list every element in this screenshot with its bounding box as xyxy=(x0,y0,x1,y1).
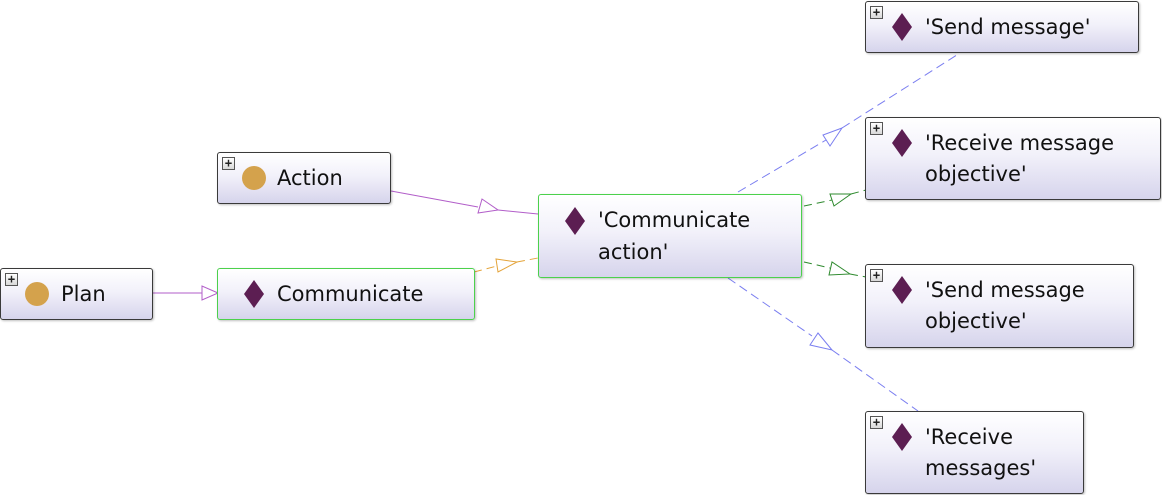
node-receive-message-objective[interactable]: + 'Receive message objective' xyxy=(865,117,1161,200)
node-label-line2: messages' xyxy=(925,456,1037,480)
edge-communicate-action-to-send-message xyxy=(737,52,961,193)
node-receive-messages[interactable]: + 'Receive messages' xyxy=(865,411,1084,494)
node-communicate-action[interactable]: 'Communicate action' xyxy=(538,194,802,278)
expand-icon[interactable]: + xyxy=(870,6,883,19)
node-label: Action xyxy=(277,166,343,190)
class-circle-icon xyxy=(242,166,266,190)
individual-diamond-icon xyxy=(892,13,912,41)
expand-icon[interactable]: + xyxy=(870,269,883,282)
node-label-line1: 'Send message xyxy=(925,278,1085,302)
node-label-line2: objective' xyxy=(925,162,1027,186)
node-label-line2: action' xyxy=(598,240,669,264)
node-label: Communicate xyxy=(277,282,424,306)
edge-communicate-action-to-send-message-objective xyxy=(803,261,867,278)
edge-action-to-communicate-action xyxy=(390,190,539,215)
node-label: 'Send message' xyxy=(925,15,1091,39)
expand-icon[interactable]: + xyxy=(222,157,235,170)
node-plan[interactable]: + Plan xyxy=(0,268,153,320)
node-label: Plan xyxy=(61,282,106,306)
node-label-line1: 'Receive message xyxy=(925,131,1115,155)
node-label-line2: objective' xyxy=(925,309,1027,333)
expand-icon[interactable]: + xyxy=(870,416,883,429)
individual-diamond-icon xyxy=(892,423,912,451)
individual-diamond-icon xyxy=(565,207,585,235)
node-communicate[interactable]: Communicate xyxy=(217,268,475,320)
node-action[interactable]: + Action xyxy=(217,152,391,204)
individual-diamond-icon xyxy=(892,129,912,157)
node-send-message-objective[interactable]: + 'Send message objective' xyxy=(865,264,1134,348)
edge-communicate-to-communicate-action xyxy=(473,257,539,273)
individual-diamond-icon xyxy=(244,280,264,308)
class-circle-icon xyxy=(25,282,49,306)
edge-plan-to-communicate xyxy=(153,285,220,301)
node-label-line1: 'Communicate xyxy=(598,208,751,232)
edge-communicate-action-to-receive-message-objective xyxy=(803,189,867,207)
node-label-line1: 'Receive xyxy=(925,425,1013,449)
expand-icon[interactable]: + xyxy=(5,273,18,286)
individual-diamond-icon xyxy=(892,276,912,304)
expand-icon[interactable]: + xyxy=(870,122,883,135)
node-send-message[interactable]: + 'Send message' xyxy=(865,1,1139,53)
edge-communicate-action-to-receive-messages xyxy=(727,277,919,412)
